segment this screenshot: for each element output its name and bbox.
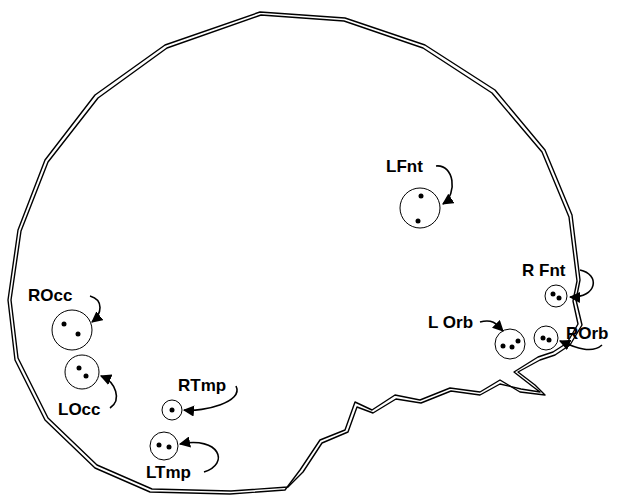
electrode-label: LFnt — [386, 157, 423, 177]
electrode-label: L Orb — [428, 313, 473, 333]
electrode-sites — [52, 188, 567, 460]
electrode-label: LOcc — [58, 400, 101, 420]
electrode-label: RTmp — [178, 376, 226, 396]
head-outline — [8, 12, 582, 494]
electrode-label: ROcc — [28, 286, 72, 306]
electrode-dots — [62, 194, 562, 450]
head-outline-second — [11, 15, 578, 491]
electrode-label: R Fnt — [522, 261, 565, 281]
electrode-label: LTmp — [146, 463, 191, 483]
electrode-label: ROrb — [566, 324, 609, 344]
leader-arrows — [90, 166, 602, 472]
